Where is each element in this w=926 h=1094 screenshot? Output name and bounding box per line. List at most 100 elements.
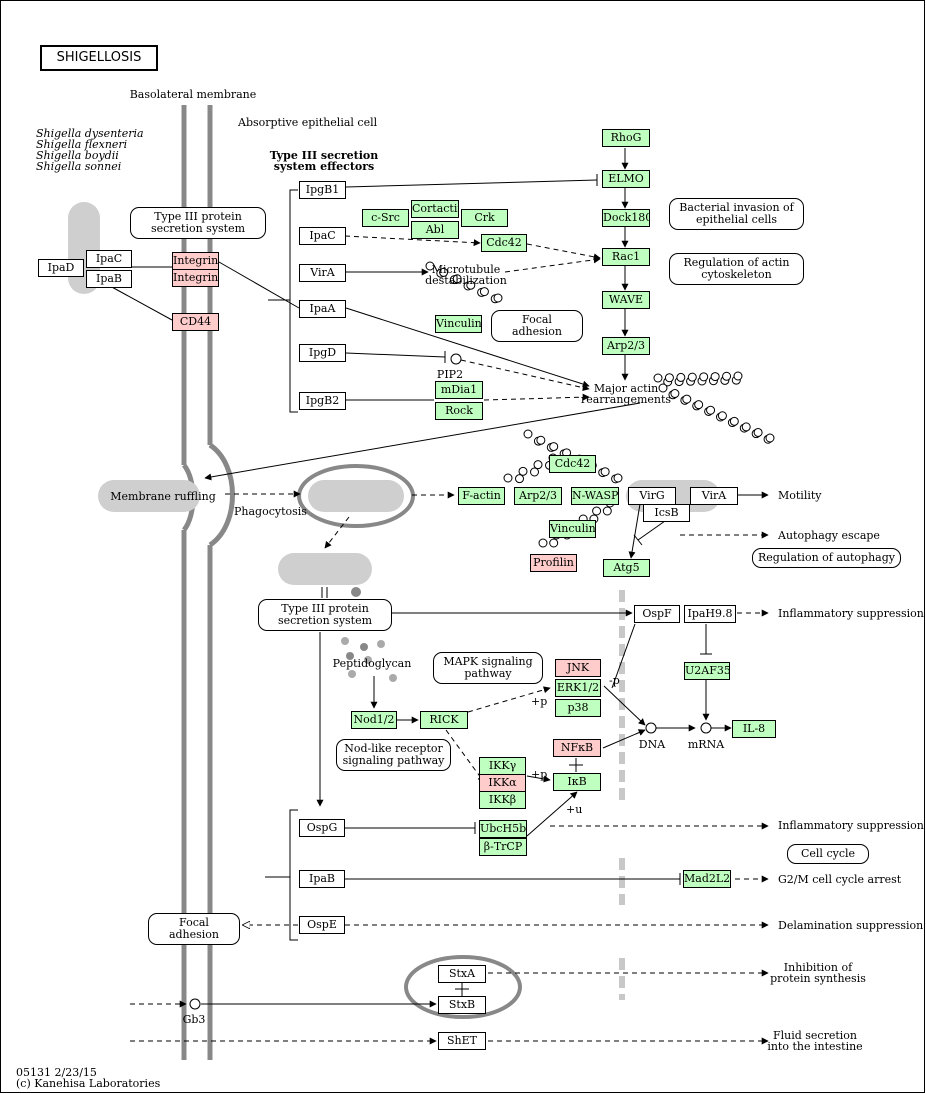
map-link-t3ss-mid[interactable]: Type III protein secretion system [258, 599, 392, 631]
gene-node-vira[interactable]: VirA [299, 264, 346, 282]
gene-node-stxb[interactable]: StxB [438, 996, 486, 1014]
gene-node-ospf[interactable]: OspF [634, 605, 680, 623]
label-inflam-supp-2: Inflammatory suppression [778, 819, 924, 832]
gene-node-mad2l2[interactable]: Mad2L2 [683, 870, 731, 888]
gene-node-ipgd[interactable]: IpgD [299, 344, 346, 362]
label-autophagy-escape: Autophagy escape [778, 529, 880, 542]
gene-node-ipah98[interactable]: IpaH9.8 [684, 605, 736, 623]
gene-node-ospe[interactable]: OspE [299, 916, 345, 934]
peptidoglycan-dots [341, 587, 397, 682]
gene-node-ipab-l[interactable]: IpaB [86, 270, 132, 288]
gene-node-ipac-l[interactable]: IpaC [86, 250, 132, 268]
label-footer-id: 05131 2/23/15 [16, 1066, 97, 1079]
map-link-focal-adhesion-top[interactable]: Focal adhesion [491, 310, 583, 342]
gene-node-p38[interactable]: p38 [555, 699, 601, 717]
gene-node-virg[interactable]: VirG [628, 487, 676, 505]
gene-node-cortactin[interactable]: Cortactin [411, 200, 459, 218]
label-inhibition-1: Inhibition of [783, 961, 853, 974]
gene-node-rick[interactable]: RICK [420, 711, 468, 729]
gene-node-erk12[interactable]: ERK1/2 [555, 679, 601, 697]
map-link-regulation-autophagy[interactable]: Regulation of autophagy [752, 548, 901, 568]
label-minus-p: -p [609, 674, 620, 687]
compound-nodes [189, 353, 712, 1010]
label-delamination: Delamination suppression [778, 919, 924, 932]
gene-node-il8[interactable]: IL-8 [732, 720, 776, 738]
gene-node-csrc[interactable]: c-Src [362, 209, 409, 227]
label-plus-u: +u [566, 803, 583, 816]
gene-node-ipgb2[interactable]: IpgB2 [299, 392, 346, 410]
label-mrna: mRNA [687, 738, 725, 751]
label-species4: Shigella sonnei [36, 160, 122, 173]
gene-node-cdc42-mid[interactable]: Cdc42 [549, 455, 596, 473]
stx-ring [404, 955, 522, 1019]
gene-node-mdia1[interactable]: mDia1 [435, 381, 483, 399]
gene-node-ipad[interactable]: IpaD [38, 259, 84, 277]
label-fluid-1: Fluid secretion [772, 1029, 858, 1042]
gene-node-rhog[interactable]: RhoG [602, 129, 650, 147]
label-absorptive: Absorptive epithelial cell [238, 116, 378, 129]
gene-node-nod12[interactable]: Nod1/2 [351, 711, 397, 729]
gene-node-icsb[interactable]: IcsB [643, 504, 690, 522]
map-link-regulation-actin[interactable]: Regulation of actin cytoskeleton [669, 253, 804, 285]
gene-node-dock180[interactable]: Dock180 [602, 209, 650, 227]
label-plus-p-1: +p [531, 695, 548, 708]
gene-node-nfkb[interactable]: NFκB [553, 739, 601, 757]
label-species3: Shigella boydii [36, 149, 119, 162]
gene-node-nwasp[interactable]: N-WASP [571, 487, 619, 505]
gene-node-factin[interactable]: F-actin [458, 487, 505, 505]
gene-node-arp23-top[interactable]: Arp2/3 [602, 337, 650, 355]
map-link-bacterial-invasion[interactable]: Bacterial invasion of epithelial cells [669, 198, 804, 230]
gene-node-ospg[interactable]: OspG [299, 819, 345, 837]
label-membrane-ruffling: Membrane ruffling [110, 490, 216, 503]
gene-node-jnk[interactable]: JNK [555, 659, 601, 677]
gene-node-vinculin-mid[interactable]: Vinculin [549, 520, 596, 538]
gene-node-u2af35[interactable]: U2AF35 [684, 662, 730, 680]
gene-node-wave[interactable]: WAVE [602, 291, 650, 309]
map-link-t3ss-top[interactable]: Type III protein secretion system [130, 207, 266, 239]
gene-node-ubch5b[interactable]: UbcH5b [479, 820, 527, 838]
effector-brackets [265, 189, 298, 941]
gene-node-cdc42-top[interactable]: Cdc42 [481, 234, 527, 252]
gene-node-ikb[interactable]: IκB [553, 773, 601, 791]
gene-node-ikka[interactable]: IKKα [479, 774, 526, 792]
gene-node-btrcp[interactable]: β-TrCP [479, 838, 527, 856]
map-link-cell-cycle[interactable]: Cell cycle [787, 844, 869, 864]
gene-node-integrin-b[interactable]: Integrinβ [172, 269, 219, 287]
label-microtubule-1: Microtubule [431, 263, 501, 276]
gene-node-rock[interactable]: Rock [435, 402, 483, 420]
gene-node-ipgb1[interactable]: IpgB1 [299, 181, 346, 199]
label-t3-effectors-1: Type III secretion [269, 149, 379, 162]
gene-node-stxa[interactable]: StxA [438, 965, 486, 983]
label-species2: Shigella flexneri [36, 138, 128, 151]
label-gb3: Gb3 [182, 1013, 206, 1026]
label-footer-copy: (c) Kanehisa Laboratories [16, 1077, 161, 1090]
label-t3-effectors-2: system effectors [273, 160, 375, 173]
gene-node-profilin[interactable]: Profilin [530, 554, 577, 572]
gene-node-elmo[interactable]: ELMO [602, 170, 650, 188]
label-peptidoglycan: Peptidoglycan [332, 657, 412, 670]
gene-node-ipaa[interactable]: IpaA [299, 300, 346, 318]
gene-node-crk[interactable]: Crk [461, 209, 508, 227]
gene-node-ipac[interactable]: IpaC [299, 227, 346, 245]
gene-node-ikkb[interactable]: IKKβ [479, 791, 526, 809]
map-link-mapk[interactable]: MAPK signaling pathway [433, 652, 543, 684]
map-link-nod-like[interactable]: Nod-like receptor signaling pathway [336, 739, 451, 771]
label-species1: Shigella dysenteria [36, 127, 144, 140]
gene-node-cd44[interactable]: CD44 [172, 313, 219, 331]
label-inflam-supp-1: Inflammatory suppression [778, 607, 924, 620]
label-phagocytosis: Phagocytosis [234, 505, 307, 518]
gene-node-shet[interactable]: ShET [438, 1032, 486, 1050]
gene-node-integrin-a[interactable]: Integrinα [172, 252, 219, 270]
gene-node-rac1[interactable]: Rac1 [602, 248, 650, 266]
gene-node-vinculin-top[interactable]: Vinculin [435, 315, 482, 333]
gene-node-arp23-mid[interactable]: Arp2/3 [514, 487, 562, 505]
gene-node-abl[interactable]: Abl [411, 221, 459, 239]
gene-node-ikkg[interactable]: IKKγ [479, 757, 526, 775]
pathway-title: SHIGELLOSIS [40, 45, 158, 71]
gene-node-vira-mid[interactable]: VirA [690, 487, 738, 505]
gene-node-ipab-low[interactable]: IpaB [299, 870, 345, 888]
gene-node-atg5[interactable]: Atg5 [603, 559, 650, 577]
map-link-focal-adhesion-left[interactable]: Focal adhesion [148, 913, 240, 945]
